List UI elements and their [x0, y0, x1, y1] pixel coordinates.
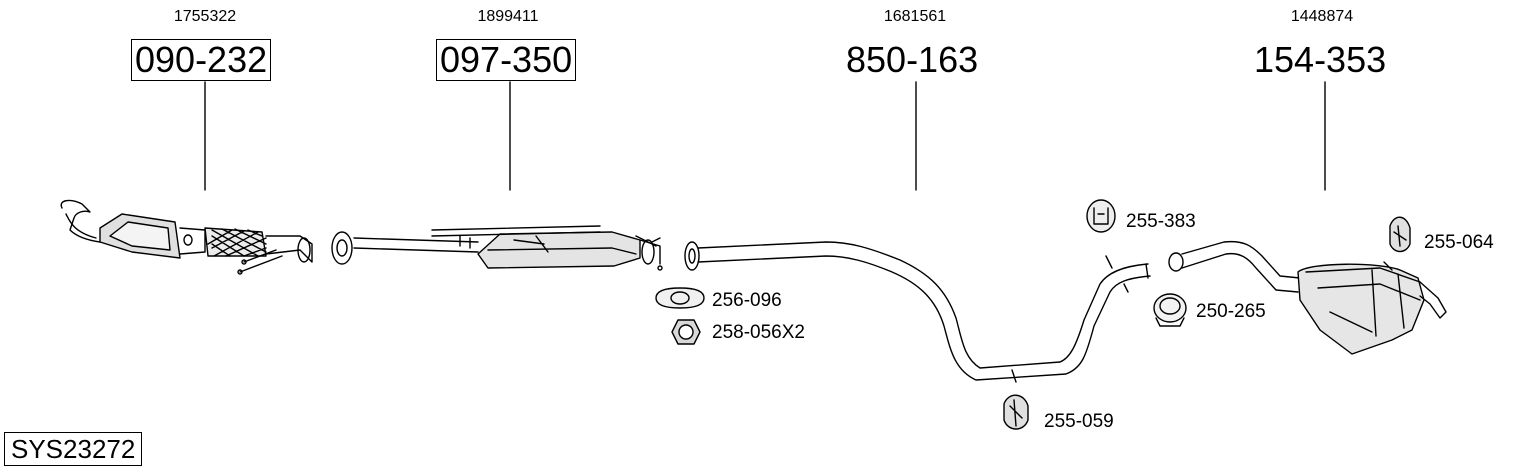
clamp-icon[interactable]: [1153, 293, 1187, 327]
middle-pipe-resonator[interactable]: [331, 225, 663, 271]
part-label-mount-059[interactable]: 255-059: [1044, 411, 1114, 432]
system-code: SYS23272: [4, 432, 143, 466]
rubber-mount-icon[interactable]: [1086, 199, 1116, 233]
part-label-clamp[interactable]: 250-265: [1196, 301, 1266, 322]
part-label-mount-064[interactable]: 255-064: [1424, 232, 1494, 253]
rear-silencer[interactable]: [1168, 240, 1447, 355]
assembly-ref-1: 1755322: [173, 8, 237, 25]
rubber-mount-icon[interactable]: [1003, 394, 1029, 430]
assembly-code-2[interactable]: 097-350: [436, 39, 577, 81]
front-pipe-catalyst[interactable]: [60, 199, 313, 275]
assembly-code-1[interactable]: 090-232: [131, 39, 272, 81]
rear-pipe[interactable]: [684, 241, 1151, 383]
assembly-code-3[interactable]: 850-163: [846, 39, 979, 80]
assembly-ref-3: 1681561: [883, 8, 947, 25]
rubber-mount-icon[interactable]: [1389, 216, 1411, 253]
gasket-icon[interactable]: [655, 287, 705, 309]
nut-icon[interactable]: [671, 319, 701, 345]
assembly-ref-4: 1448874: [1290, 8, 1354, 25]
part-label-mount-383[interactable]: 255-383: [1126, 211, 1196, 232]
assembly-ref-2: 1899411: [477, 8, 539, 25]
part-label-nut[interactable]: 258-056X2: [712, 322, 805, 343]
assembly-code-4[interactable]: 154-353: [1254, 39, 1387, 80]
part-label-gasket[interactable]: 256-096: [712, 290, 782, 311]
